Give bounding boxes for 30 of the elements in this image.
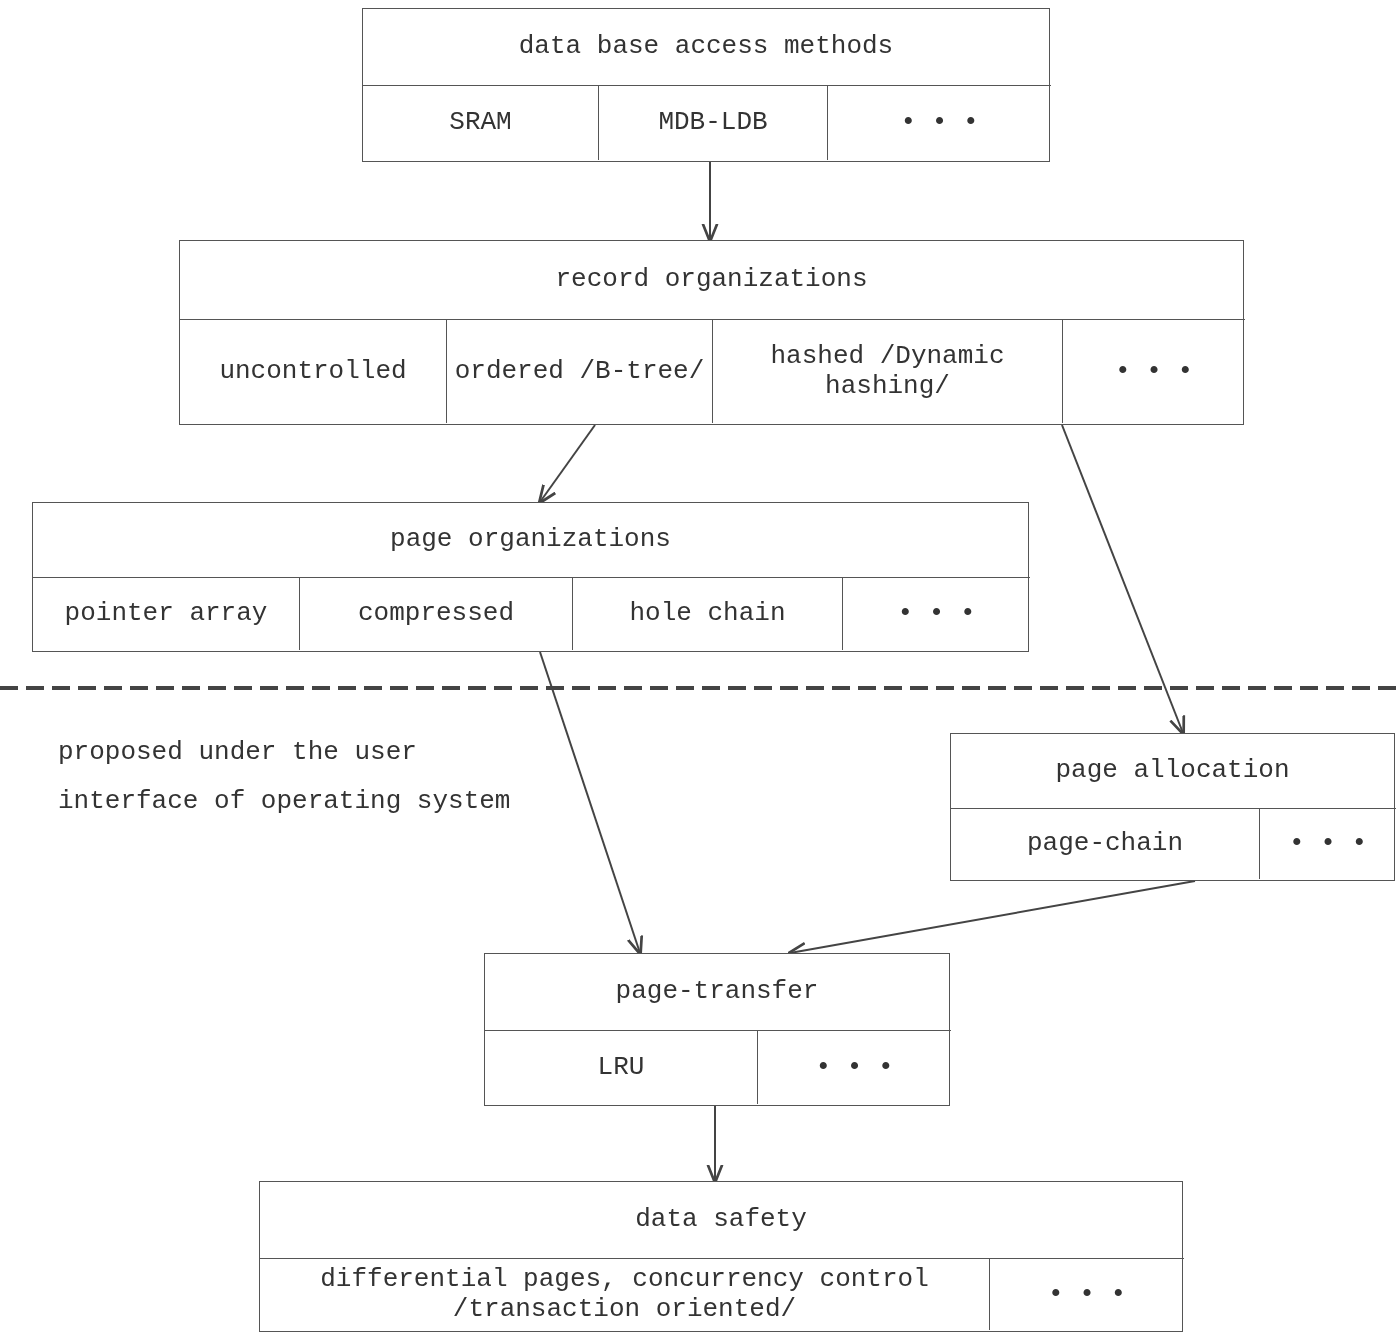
- box-heading: page allocation: [1054, 755, 1291, 785]
- method-cell: SRAM: [363, 85, 598, 160]
- method-cell: hashed /Dynamic hashing/: [712, 319, 1062, 423]
- method-cell: • • •: [1259, 808, 1396, 879]
- method-cell: MDB-LDB: [598, 85, 827, 160]
- box-heading: record organizations: [554, 264, 869, 294]
- box-heading: page organizations: [389, 524, 672, 554]
- component-box: [32, 502, 1029, 652]
- box-heading: data base access methods: [517, 31, 895, 61]
- method-cell: • • •: [1062, 319, 1245, 423]
- method-cell: page-chain: [951, 808, 1259, 879]
- component-box: [259, 1181, 1183, 1332]
- method-cell: • • •: [827, 85, 1051, 160]
- method-cell: ordered /B-tree/: [446, 319, 712, 423]
- method-cell: compressed: [299, 577, 572, 650]
- component-box: [362, 8, 1050, 162]
- method-cell: • • •: [842, 577, 1030, 650]
- method-cell: uncontrolled: [180, 319, 446, 423]
- box-heading: data safety: [634, 1204, 808, 1234]
- method-cell: differential pages, concurrency control /transaction oriented/: [260, 1258, 989, 1330]
- component-box: [950, 733, 1395, 881]
- method-cell: pointer array: [33, 577, 299, 650]
- box-heading: page-transfer: [614, 976, 820, 1006]
- note-text: proposed under the user interface of operating system: [58, 736, 512, 818]
- component-box: [179, 240, 1244, 425]
- component-box: [484, 953, 950, 1106]
- method-cell: LRU: [485, 1030, 757, 1104]
- method-cell: • • •: [989, 1258, 1184, 1330]
- method-cell: • • •: [757, 1030, 951, 1104]
- method-cell: hole chain: [572, 577, 842, 650]
